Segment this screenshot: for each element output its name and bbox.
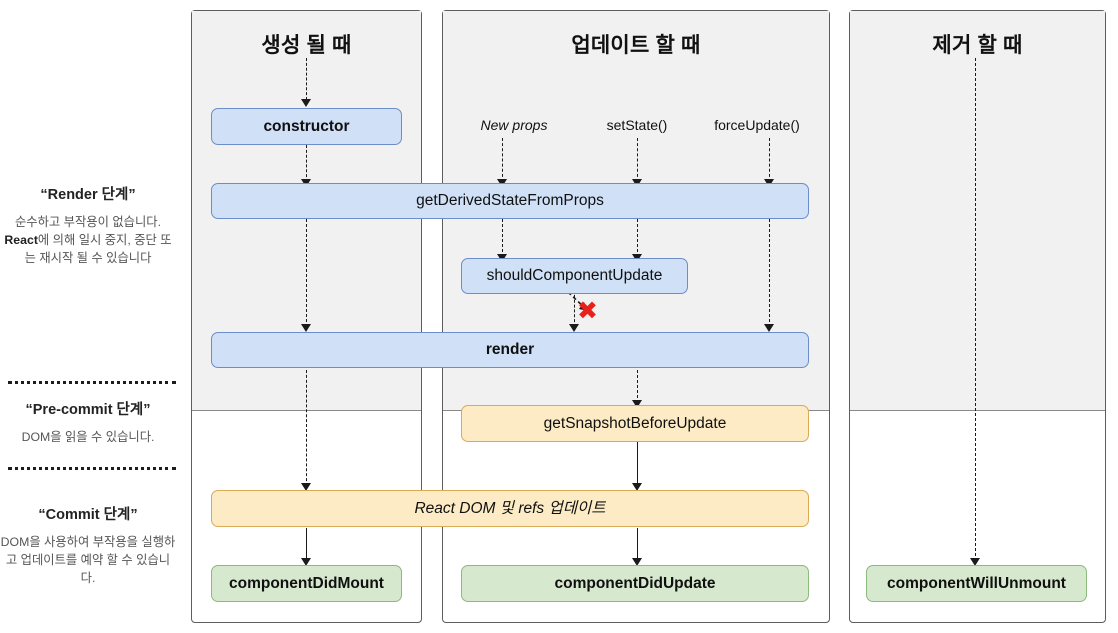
column-title-mount: 생성 될 때: [261, 34, 352, 57]
unmount-render-phase-region: [850, 11, 1105, 411]
abort-x-icon: ✖: [577, 296, 598, 325]
connector-gdsfp-to-scu-right: [637, 219, 638, 257]
trigger-label-set-state: setState(): [606, 117, 668, 133]
trigger-label-force-update: forceUpdate(): [714, 117, 800, 133]
column-panel-unmount: 제거 할 때: [849, 10, 1106, 623]
phase-title-precommit: “Pre-commit 단계”: [25, 402, 151, 418]
connector-mount-start: [306, 58, 307, 100]
arrowhead-scu-to-render: [569, 324, 579, 332]
phase-description-render-part1: 순수하고 부작용이 없습니다.: [14, 214, 161, 229]
phase-legend-commit: “Commit 단계” DOM을 사용하여 부작용을 실행하고 업데이트를 예약…: [0, 506, 176, 587]
column-panel-update: 업데이트 할 때: [442, 10, 830, 623]
node-constructor[interactable]: constructor: [211, 108, 402, 145]
connector-scu-abort-branch: [567, 291, 588, 311]
connector-render-to-snapshot: [637, 370, 638, 403]
arrowhead-to-constructor: [301, 99, 311, 107]
phase-description-commit: DOM을 사용하여 부작용을 실행하고 업데이트를 예약 할 수 있습니다.: [0, 534, 176, 585]
phase-title-commit: “Commit 단계”: [38, 507, 138, 523]
connector-new-props-to-gdsfp: [502, 138, 503, 182]
arrowhead-force-update-to-render: [764, 324, 774, 332]
node-render[interactable]: render: [211, 332, 809, 368]
connector-unmount-start: [975, 58, 976, 561]
phase-title-render: “Render 단계”: [40, 187, 136, 203]
node-get-derived-state-from-props[interactable]: getDerivedStateFromProps: [211, 183, 809, 219]
phase-legend-render: “Render 단계” 순수하고 부작용이 없습니다. React에 의해 일시…: [0, 186, 176, 267]
connector-gdsfp-to-scu-left: [502, 219, 503, 257]
arrowhead-to-reactdom-mount: [301, 483, 311, 491]
trigger-label-new-props: New props: [480, 117, 548, 133]
connector-set-state-to-gdsfp: [637, 138, 638, 182]
phase-description-render-part2: 에 의해 일시 중지, 중단 또는 재시작 될 수 있습니다: [24, 232, 172, 265]
arrowhead-to-render-mount: [301, 324, 311, 332]
connector-reactdom-to-did-update: [637, 528, 638, 561]
node-component-did-mount[interactable]: componentDidMount: [211, 565, 402, 602]
arrowhead-snapshot-to-reactdom: [632, 483, 642, 491]
connector-force-update-bypass-to-render: [769, 219, 770, 327]
arrowhead-to-did-update: [632, 558, 642, 566]
connector-render-to-reactdom-mount: [306, 370, 307, 486]
phase-legend-precommit: “Pre-commit 단계” DOM을 읽을 수 있습니다.: [0, 401, 176, 446]
column-title-unmount: 제거 할 때: [932, 34, 1023, 57]
arrowhead-to-did-mount: [301, 558, 311, 566]
connector-constructor-to-gdsfp: [306, 145, 307, 182]
node-get-snapshot-before-update[interactable]: getSnapshotBeforeUpdate: [461, 405, 809, 442]
connector-scu-to-render: [574, 290, 575, 327]
node-should-component-update[interactable]: shouldComponentUpdate: [461, 258, 688, 294]
connector-snapshot-to-reactdom: [637, 442, 638, 486]
connector-gdsfp-to-render-mount: [306, 219, 307, 327]
phase-description-precommit: DOM을 읽을 수 있습니다.: [21, 429, 155, 444]
column-title-update: 업데이트 할 때: [571, 34, 701, 57]
connector-reactdom-to-did-mount: [306, 528, 307, 561]
node-component-did-update[interactable]: componentDidUpdate: [461, 565, 809, 602]
arrowhead-to-will-unmount: [970, 558, 980, 566]
phase-description-render: 순수하고 부작용이 없습니다. React에 의해 일시 중지, 중단 또는 재…: [0, 213, 176, 268]
legend-divider-top: [8, 381, 176, 384]
connector-force-update-to-gdsfp: [769, 138, 770, 182]
phase-description-render-strong: React: [4, 232, 38, 247]
node-react-dom-and-refs-update[interactable]: React DOM 및 refs 업데이트: [211, 490, 809, 527]
node-component-will-unmount[interactable]: componentWillUnmount: [866, 565, 1087, 602]
arrowhead-render-to-snapshot: [632, 400, 642, 408]
legend-divider-bottom: [8, 467, 176, 470]
